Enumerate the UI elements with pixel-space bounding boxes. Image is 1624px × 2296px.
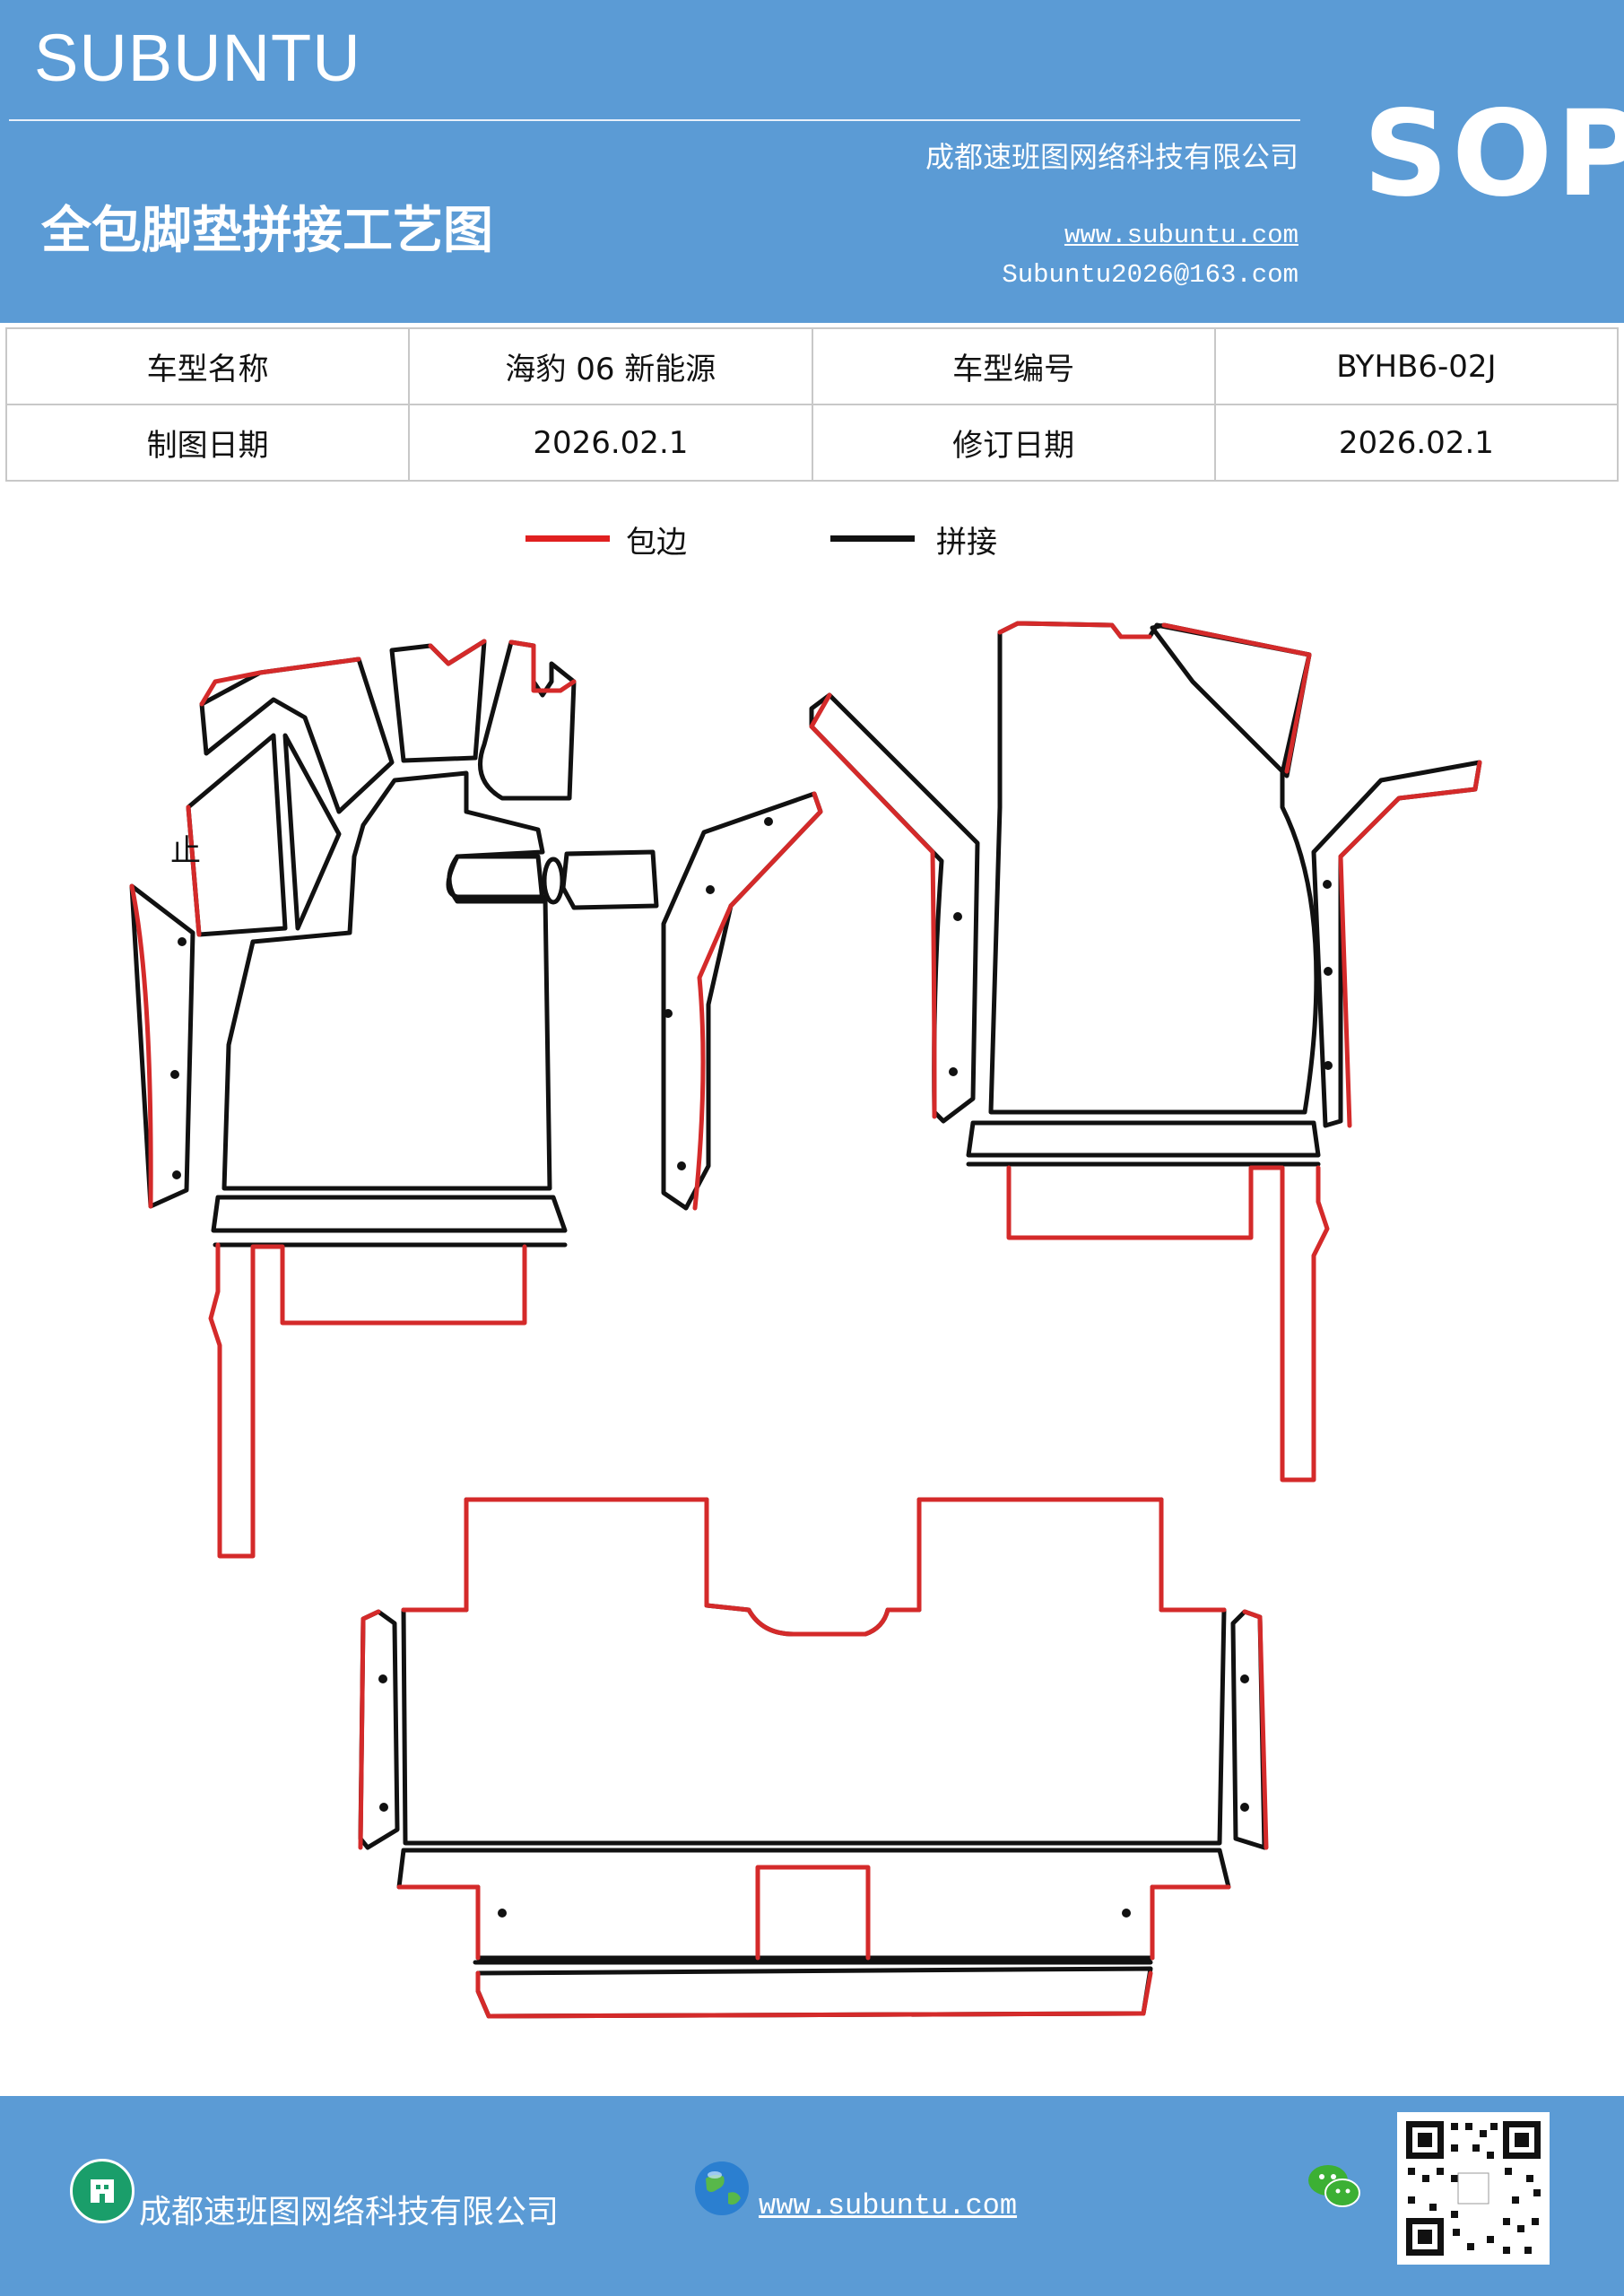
connector-piece (447, 854, 545, 904)
legend-seam-line (830, 535, 915, 542)
document-title: 全包脚垫拼接工艺图 (41, 202, 493, 260)
table-cell: 修订日期 (811, 404, 1216, 482)
table-cell: 海豹 06 新能源 (408, 327, 813, 405)
footer-company-name: 成都速班图网络科技有限公司 (139, 2194, 560, 2231)
table-cell: 车型名称 (4, 327, 411, 405)
sop-badge: SOP (1363, 85, 1624, 223)
vehicle-info-table: 车型名称 海豹 06 新能源 车型编号 BYHB6-02J 制图日期 2026.… (4, 327, 1620, 482)
driver-mat-group: 止 (129, 639, 823, 1559)
heel-pad (208, 1242, 527, 1559)
wedge-piece (282, 733, 342, 931)
floor-mat-diagram: 止 (129, 621, 1482, 2019)
upper-flap (199, 657, 395, 814)
website-link[interactable]: www.subuntu.com (1064, 221, 1298, 250)
mark-label: 止 (170, 833, 201, 869)
table-cell: 车型编号 (811, 327, 1216, 405)
heel-bar (211, 1195, 568, 1233)
upper-flap (478, 639, 577, 801)
right-side-strip (1311, 760, 1482, 1128)
table-row: 制图日期 2026.02.1 修订日期 2026.02.1 (4, 404, 1620, 482)
center-tab (755, 1865, 871, 1961)
right-side-strip (661, 791, 823, 1211)
table-cell: 2026.02.1 (408, 404, 813, 482)
rear-bottom-bar (475, 1966, 1153, 2019)
connector-piece (542, 857, 565, 905)
passenger-mat-group (809, 621, 1482, 1483)
footer-website-link[interactable]: www.subuntu.com (759, 2189, 1018, 2222)
table-cell: BYHB6-02J (1213, 327, 1620, 405)
rear-main-mat (401, 1497, 1227, 1846)
rear-side-strip (358, 1609, 400, 1850)
building-icon (70, 2159, 135, 2223)
legend: 包边 拼接 (0, 523, 1624, 577)
footer-banner: 成都速班图网络科技有限公司 www.subuntu.com (0, 2096, 1624, 2296)
legend-seam-label: 拼接 (936, 525, 997, 561)
legend-edge-label: 包边 (626, 525, 687, 561)
wechat-icon (1305, 2159, 1364, 2213)
heel-pad (1006, 1165, 1330, 1483)
left-side-strip (809, 692, 980, 1124)
left-side-strip (129, 883, 195, 1209)
driver-main-mat (221, 770, 552, 1191)
company-name: 成都速班图网络科技有限公司 (925, 140, 1298, 174)
globe-icon (692, 2159, 751, 2218)
email-address: Subuntu2026@163.com (1002, 260, 1298, 290)
brand-logo-text: SUBUNTU (34, 21, 361, 95)
qr-code (1397, 2112, 1550, 2265)
passenger-main-mat (988, 621, 1319, 1115)
header-divider (9, 119, 1300, 121)
upper-flap (389, 639, 487, 763)
table-cell: 制图日期 (4, 404, 411, 482)
table-cell: 2026.02.1 (1213, 404, 1620, 482)
table-row: 车型名称 海豹 06 新能源 车型编号 BYHB6-02J (4, 327, 1620, 405)
wedge-piece (186, 733, 288, 937)
header-banner: SUBUNTU 成都速班图网络科技有限公司 全包脚垫拼接工艺图 www.subu… (0, 0, 1624, 323)
heel-bar (966, 1120, 1321, 1158)
connector-piece (560, 849, 659, 910)
legend-edge-line (525, 535, 610, 542)
rear-mat-group (358, 1497, 1269, 2019)
